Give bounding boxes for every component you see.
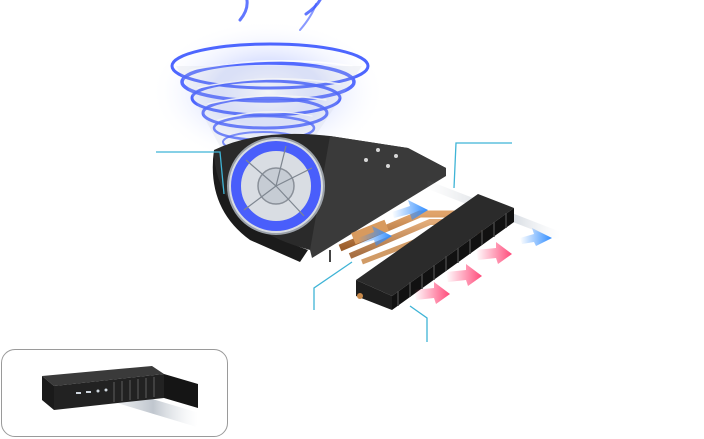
heatpipe-callout-line xyxy=(313,261,353,310)
mini-pc-inset-frame xyxy=(1,349,228,437)
callout-lines xyxy=(156,142,512,342)
fins-callout-line xyxy=(409,305,428,342)
warm-air-arrows xyxy=(414,242,512,304)
fan-callout-line xyxy=(156,151,225,195)
blower-fan xyxy=(212,133,446,262)
fin-stack-heatsink xyxy=(356,194,514,310)
heatsink-callout-line xyxy=(453,142,512,189)
mini-pc-inset xyxy=(42,366,201,427)
airflow-vortex xyxy=(150,0,386,164)
